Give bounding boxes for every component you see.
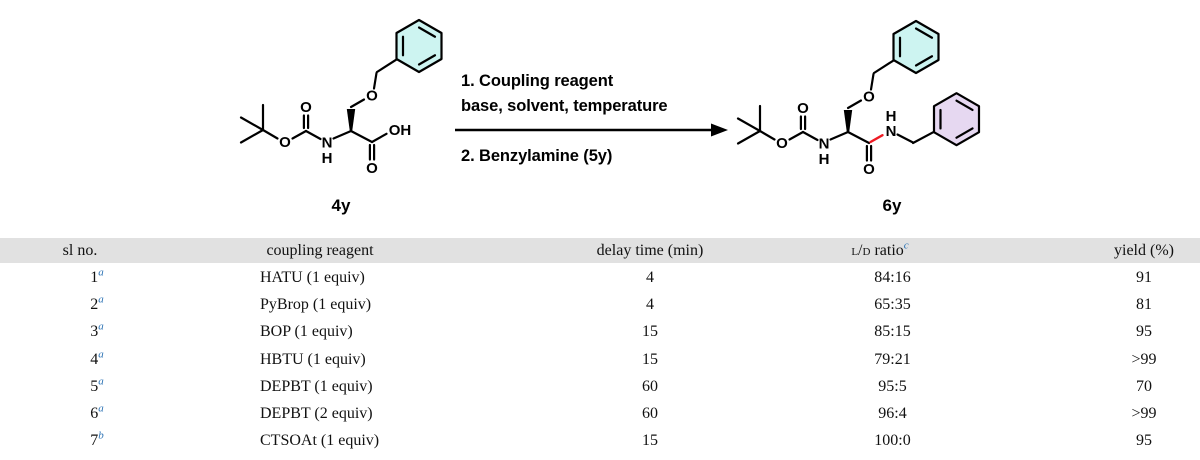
cell-coupling-reagent: DEPBT (2 equiv) xyxy=(260,405,373,423)
cell-coupling-reagent: PyBrop (1 equiv) xyxy=(260,295,372,313)
atom-label-amide-nitrogen: N xyxy=(886,123,897,140)
footnote-marker: a xyxy=(98,266,104,279)
reaction-scheme: O O N H O O OH xyxy=(239,18,981,178)
atom-label-ester-oxygen: O xyxy=(776,135,788,152)
cell-sl-no: 7b xyxy=(90,430,104,450)
cell-ld-ratio: 100:0 xyxy=(874,432,911,450)
table-row: 7b CTSOAt (1 equiv) 15 100:0 95 xyxy=(0,428,1200,455)
atom-label-ether-oxygen: O xyxy=(863,89,875,106)
product-structure-6y: O O N H O O H N xyxy=(736,19,981,178)
footnote-marker: a xyxy=(98,402,104,415)
cell-coupling-reagent: BOP (1 equiv) xyxy=(260,323,353,341)
table-row: 5a DEPBT (1 equiv) 60 95:5 70 xyxy=(0,373,1200,400)
cell-ld-ratio: 95:5 xyxy=(878,377,907,395)
col-header-yield: yield (%) xyxy=(1114,241,1174,259)
col-header-sl-no: sl no. xyxy=(62,241,98,259)
cell-coupling-reagent: HBTU (1 equiv) xyxy=(260,350,366,368)
cell-yield: >99 xyxy=(1131,405,1157,423)
cell-yield: >99 xyxy=(1131,350,1157,368)
atom-label-amide-oxygen: O xyxy=(863,161,875,178)
cell-coupling-reagent: HATU (1 equiv) xyxy=(260,268,365,286)
cell-coupling-reagent: DEPBT (1 equiv) xyxy=(260,377,373,395)
cell-delay-time: 15 xyxy=(642,323,658,341)
reactant-structure-4y: O O N H O O OH xyxy=(239,18,443,177)
table-row: 3a BOP (1 equiv) 15 85:15 95 xyxy=(0,319,1200,346)
benzylamine-phenyl-ring xyxy=(932,92,981,147)
cell-sl-no: 4a xyxy=(90,348,104,368)
cell-yield: 81 xyxy=(1136,295,1152,313)
cell-delay-time: 15 xyxy=(642,432,658,450)
atom-label-amide-hydrogen: H xyxy=(886,108,897,125)
atom-label-carbonyl-oxygen: O xyxy=(366,160,378,177)
footnote-marker: a xyxy=(98,375,104,388)
footnote-marker: b xyxy=(98,430,104,443)
ld-smallcaps: l/d xyxy=(851,241,871,259)
cell-yield: 95 xyxy=(1136,323,1152,341)
reaction-arrow xyxy=(455,123,728,137)
col-header-coupling-reagent: coupling reagent xyxy=(266,241,374,259)
cell-ld-ratio: 96:4 xyxy=(878,405,907,423)
conditions-step2: 2. Benzylamine (5y) xyxy=(461,147,613,165)
arrow-head xyxy=(711,123,728,137)
benzyl-ether-phenyl-ring xyxy=(395,18,443,74)
table-row: 4a HBTU (1 equiv) 15 79:21 >99 xyxy=(0,346,1200,373)
conditions-step1b: base, solvent, temperature xyxy=(461,97,668,115)
table-row: 6a DEPBT (2 equiv) 60 96:4 >99 xyxy=(0,400,1200,427)
cell-yield: 95 xyxy=(1136,432,1152,450)
benzyl-ether-phenyl-ring xyxy=(892,19,940,75)
cell-ld-ratio: 84:16 xyxy=(874,268,911,286)
cell-coupling-reagent: CTSOAt (1 equiv) xyxy=(260,432,380,450)
atom-label-hydroxyl: OH xyxy=(389,122,412,139)
cell-sl-no: 2a xyxy=(90,293,104,313)
atom-label-carbamate-nitrogen: N xyxy=(819,136,830,153)
cell-ld-ratio: 65:35 xyxy=(874,295,911,313)
table-header-row: sl no. coupling reagent delay time (min)… xyxy=(0,238,1200,263)
cell-yield: 70 xyxy=(1136,377,1152,395)
atom-label-carbamate-oxygen: O xyxy=(797,100,809,117)
footnote-marker: a xyxy=(98,348,104,361)
cell-yield: 91 xyxy=(1136,268,1152,286)
new-amide-bond xyxy=(869,133,884,144)
cell-delay-time: 4 xyxy=(646,295,654,313)
reactant-label: 4y xyxy=(331,196,351,215)
atom-label-carbamate-oxygen: O xyxy=(300,99,312,116)
col-header-delay-time: delay time (min) xyxy=(596,241,704,259)
table-row: 1a HATU (1 equiv) 4 84:16 91 xyxy=(0,264,1200,291)
cell-delay-time: 60 xyxy=(642,405,658,423)
atom-label-carbamate-nitrogen: N xyxy=(322,135,333,152)
cell-delay-time: 4 xyxy=(646,268,654,286)
cell-sl-no: 1a xyxy=(90,266,104,286)
footnote-marker: a xyxy=(98,293,104,306)
cell-sl-no: 6a xyxy=(90,402,104,423)
conditions-step1: 1. Coupling reagent xyxy=(461,72,614,90)
product-label: 6y xyxy=(882,196,902,215)
cell-sl-no: 3a xyxy=(90,320,104,341)
table-body: 1a HATU (1 equiv) 4 84:16 91 2a PyBrop (… xyxy=(0,264,1200,455)
stereo-wedge-bond xyxy=(843,110,853,132)
cell-ld-ratio: 79:21 xyxy=(874,350,911,368)
atom-label-nh-hydrogen: H xyxy=(819,151,830,168)
cell-delay-time: 60 xyxy=(642,377,658,395)
cell-delay-time: 15 xyxy=(642,350,658,368)
footnote-marker-c: c xyxy=(903,239,909,252)
table-row: 2a PyBrop (1 equiv) 4 65:35 81 xyxy=(0,291,1200,318)
cell-sl-no: 5a xyxy=(90,375,104,395)
stereo-wedge-bond xyxy=(346,109,356,131)
atom-label-ester-oxygen: O xyxy=(279,134,291,151)
ratio-text: ratio xyxy=(874,241,904,259)
atom-label-ether-oxygen: O xyxy=(366,88,378,105)
cell-ld-ratio: 85:15 xyxy=(874,323,911,341)
atom-label-nh-hydrogen: H xyxy=(322,150,333,167)
footnote-marker: a xyxy=(98,320,104,333)
